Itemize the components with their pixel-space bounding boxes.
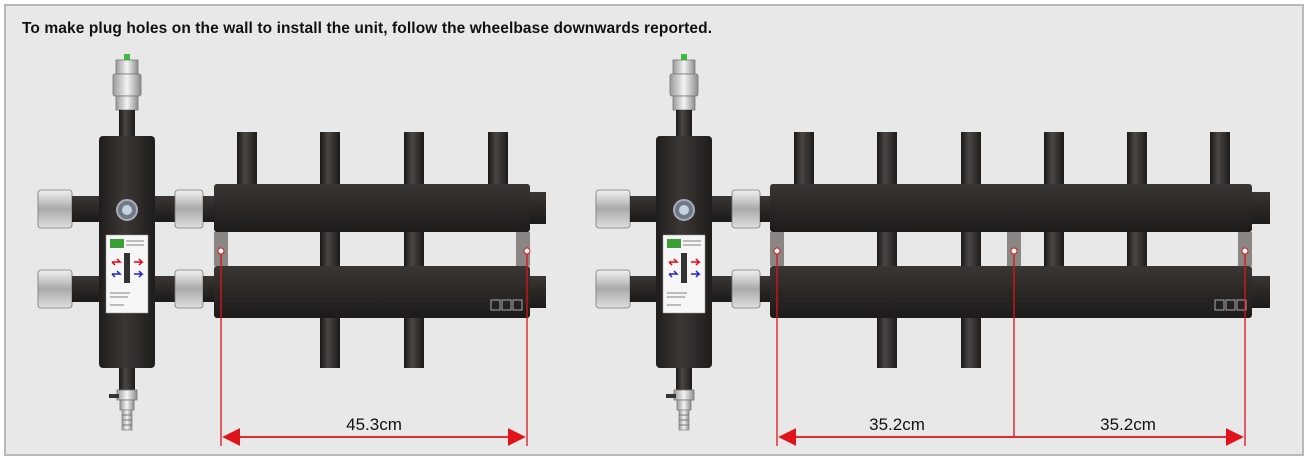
drain-valve xyxy=(109,368,138,431)
brand-logo-icon xyxy=(1214,299,1247,311)
mounting-hole xyxy=(773,247,781,255)
brand-logo-icon xyxy=(490,299,523,311)
air-vent-valve xyxy=(112,54,142,111)
product-label-sticker xyxy=(105,234,149,314)
supply-manifold-bar xyxy=(214,184,530,232)
instruction-heading: To make plug holes on the wall to instal… xyxy=(22,20,713,37)
dimension-label-right-unit-right-span: 35.2cm xyxy=(1100,415,1156,434)
left-manifold-unit: 45.3cm xyxy=(37,54,546,446)
return-manifold-bar xyxy=(214,266,530,318)
mounting-hole xyxy=(1010,247,1018,255)
mounting-hole xyxy=(1241,247,1249,255)
inlet-fitting-bottom xyxy=(595,269,656,309)
pressure-gauge-icon xyxy=(116,199,138,221)
supply-manifold-bar xyxy=(770,184,1252,232)
inlet-fitting-top xyxy=(37,189,99,229)
right-manifold-unit: 35.2cm 35.2cm xyxy=(595,54,1270,446)
mounting-hole xyxy=(217,247,225,255)
drain-valve xyxy=(666,368,695,431)
return-manifold-bar xyxy=(770,266,1252,318)
inlet-fitting-top xyxy=(595,189,656,229)
dimension-label-right-unit-left-span: 35.2cm xyxy=(869,415,925,434)
air-vent-valve xyxy=(669,54,699,111)
dimension-label-left-unit: 45.3cm xyxy=(346,415,402,434)
inlet-fitting-bottom xyxy=(37,269,99,309)
mounting-hole xyxy=(523,247,531,255)
right-dimension-marker: 35.2cm 35.2cm xyxy=(776,254,1246,446)
left-dimension-marker: 45.3cm xyxy=(220,254,528,446)
pressure-gauge-icon xyxy=(673,199,695,221)
product-label-sticker xyxy=(662,234,706,314)
